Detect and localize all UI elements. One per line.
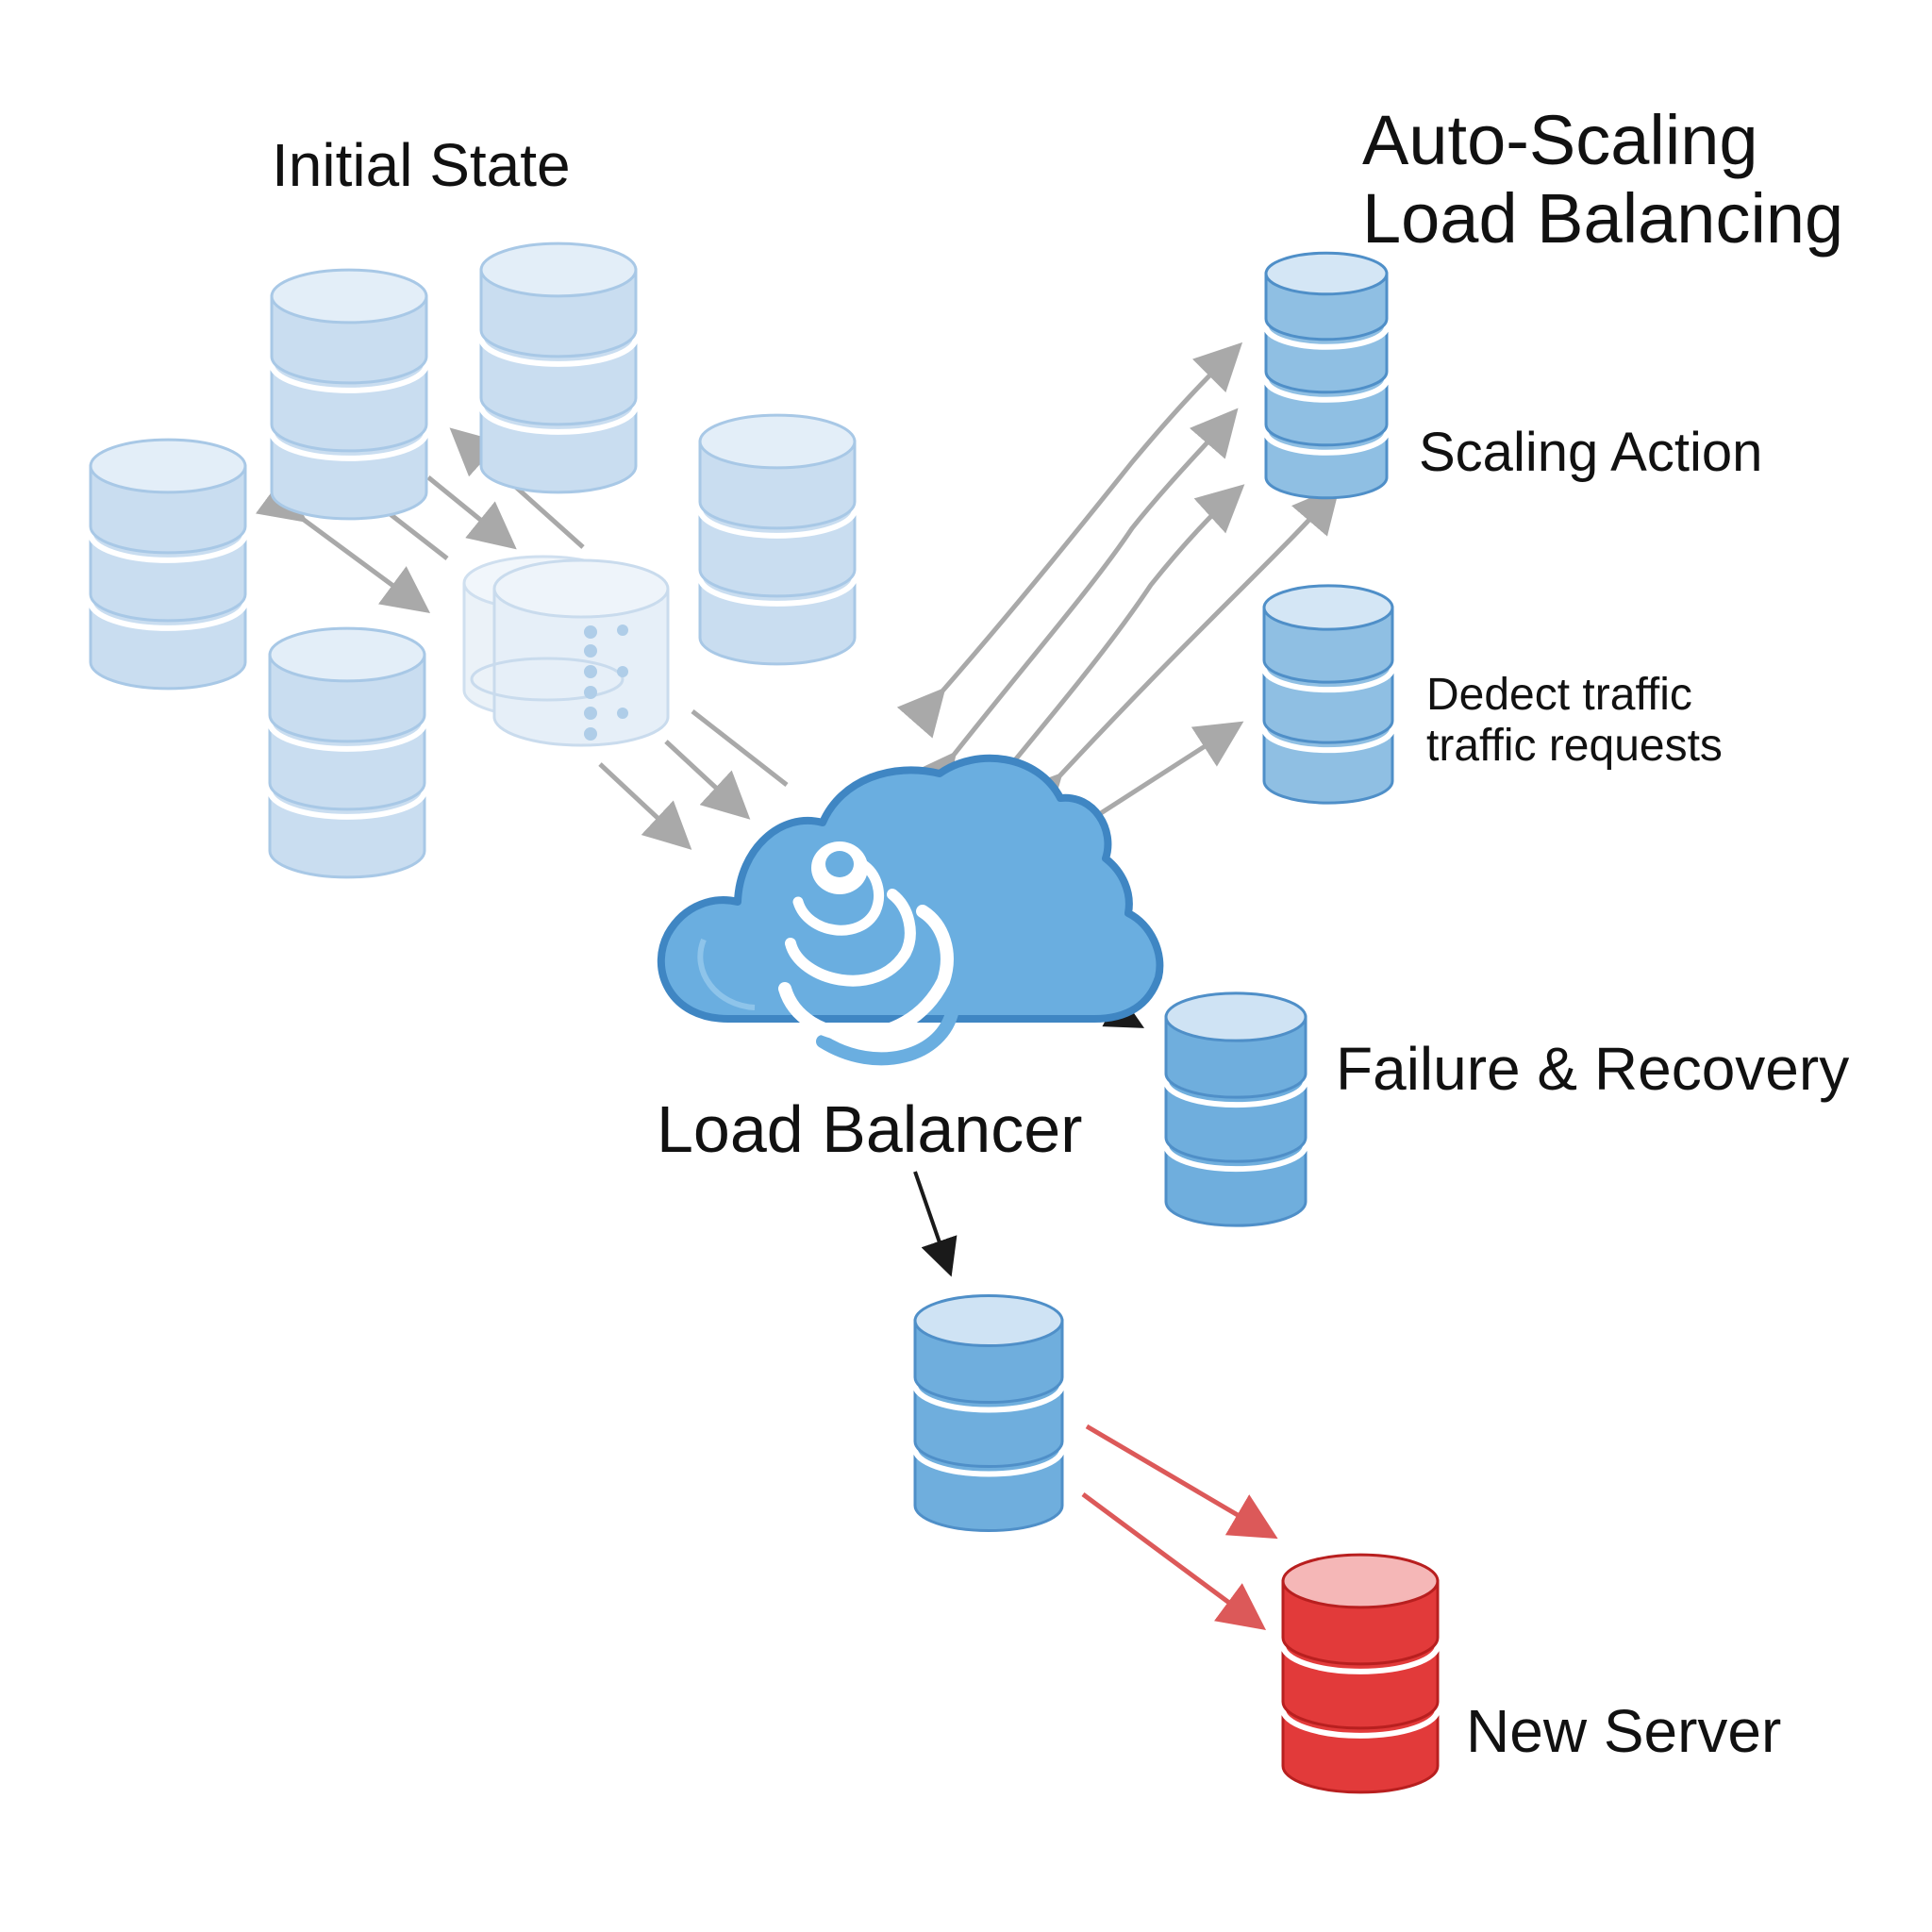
detect-line-2: traffic requests [1426,720,1723,771]
arrow-initial-1 [255,475,431,613]
arrow-to-new-server-2 [1081,1491,1267,1630]
server-scaled-2-top [1262,584,1394,631]
arrow-initial-6 [664,740,751,820]
arrow-to-standby [913,1171,958,1277]
server-initial-4 [697,413,858,666]
servers [88,242,1441,1794]
new-server-label: New Server [1466,1697,1782,1765]
server-new-top [1281,1553,1440,1609]
title-line-1: Auto-Scaling [1362,101,1758,179]
server-scaled-1 [1263,251,1390,500]
title-line-2: Load Balancing [1362,178,1844,258]
server-standby-top [913,1293,1064,1348]
arrow-scaling-4 [1013,485,1341,824]
arrow-scaling-2 [908,408,1239,803]
server-initial-2-top [479,242,638,298]
failure-recovery-label: Failure & Recovery [1336,1035,1850,1103]
scaling-action-label: Scaling Action [1419,422,1763,483]
detect-line-1: Dedect traffic [1426,670,1692,720]
server-initial-4-top [698,413,857,470]
detect-traffic-label: Dedect traffic traffic requests [1426,670,1723,772]
server-initial-3 [88,438,248,691]
server-initial-1-top [270,268,428,325]
arrow-initial-5 [598,762,692,850]
cloud-icon [657,754,1164,1066]
server-standby [912,1293,1065,1533]
arrow-initial-4 [449,427,585,549]
server-initial-3-top [89,438,247,494]
server-failure [1163,991,1308,1227]
server-initial-5 [267,626,427,879]
server-failure-top [1164,991,1307,1042]
arrow-initial-3 [426,475,517,550]
load-balancer-label: Load Balancer [657,1092,1083,1166]
arrow-scaling-1 [896,341,1243,739]
arrow-initial-7 [691,709,789,787]
server-scaled-1-top [1264,251,1389,296]
server-new [1280,1553,1441,1794]
server-initial-1 [269,268,429,521]
arrow-to-new-server-1 [1085,1424,1278,1540]
server-initial-5-top [268,626,426,683]
diagram-title: Auto-Scaling Load Balancing [1362,101,1844,258]
server-initial-2 [478,242,639,494]
migrating-server-icon [462,555,670,747]
initial-state-label: Initial State [272,131,571,199]
new-server-arrows [1081,1424,1278,1630]
server-scaled-2 [1261,584,1395,805]
arrow-scaling-3 [954,484,1245,827]
